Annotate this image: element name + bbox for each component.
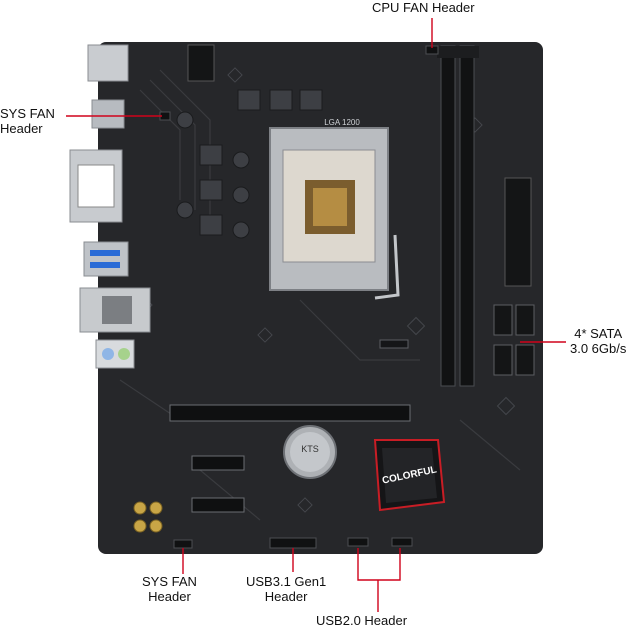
callout-text: 4* SATA [574, 326, 623, 341]
atx-power-connector [504, 177, 532, 287]
sys-fan-header-label-left: SYS FAN Header [0, 106, 55, 136]
cpu-power-connector [187, 44, 215, 82]
callout-text: Header [264, 589, 308, 604]
audio-capacitors [133, 501, 163, 533]
callout-text: SYS FAN [0, 106, 55, 121]
pcie-x1-slot-1 [191, 455, 245, 471]
rear-io [69, 44, 151, 369]
sys-fan-header-label-bottom: SYS FAN Header [142, 574, 197, 604]
pcie-x1-slot-2 [191, 497, 245, 513]
callout-text: CPU FAN Header [372, 0, 475, 15]
callout-text: 3.0 6Gb/s [570, 341, 627, 356]
sys-fan-header-bottom [173, 539, 193, 549]
usb31-header [269, 537, 317, 549]
cpu-socket: LGA 1200 [269, 118, 400, 300]
chipset-heatsink: COLORFUL [373, 439, 446, 512]
callout-lines [66, 18, 566, 612]
usb31-header-label: USB3.1 Gen1 Header [246, 574, 326, 604]
usb20-header-label: USB2.0 Header [316, 613, 407, 628]
callout-text: USB3.1 Gen1 [246, 574, 327, 589]
sata-label: 4* SATA 3.0 6Gb/s [570, 326, 626, 356]
socket-label: LGA 1200 [324, 118, 360, 127]
pcie-slots [169, 404, 411, 513]
callout-text: SYS FAN [142, 574, 197, 589]
usb3-port [83, 241, 129, 277]
callout-text: USB2.0 Header [316, 613, 408, 628]
usb20-header-2 [391, 537, 413, 547]
ps2-usb-port [87, 44, 129, 82]
usb20-header-1 [347, 537, 369, 547]
battery-label: KTS [301, 444, 319, 454]
cmos-battery: KTS [283, 425, 337, 479]
pcb-board [98, 42, 543, 554]
callout-text: Header [0, 121, 43, 136]
sata-ports [493, 304, 535, 376]
cpu-fan-header-label: CPU FAN Header [372, 0, 475, 15]
pcie-x16-slot [169, 404, 411, 422]
callout-text: Header [148, 589, 191, 604]
m2-slot [379, 339, 409, 349]
usb-port-top [91, 99, 125, 129]
vrm-chokes [176, 89, 323, 239]
dimm-slots [437, 45, 479, 387]
